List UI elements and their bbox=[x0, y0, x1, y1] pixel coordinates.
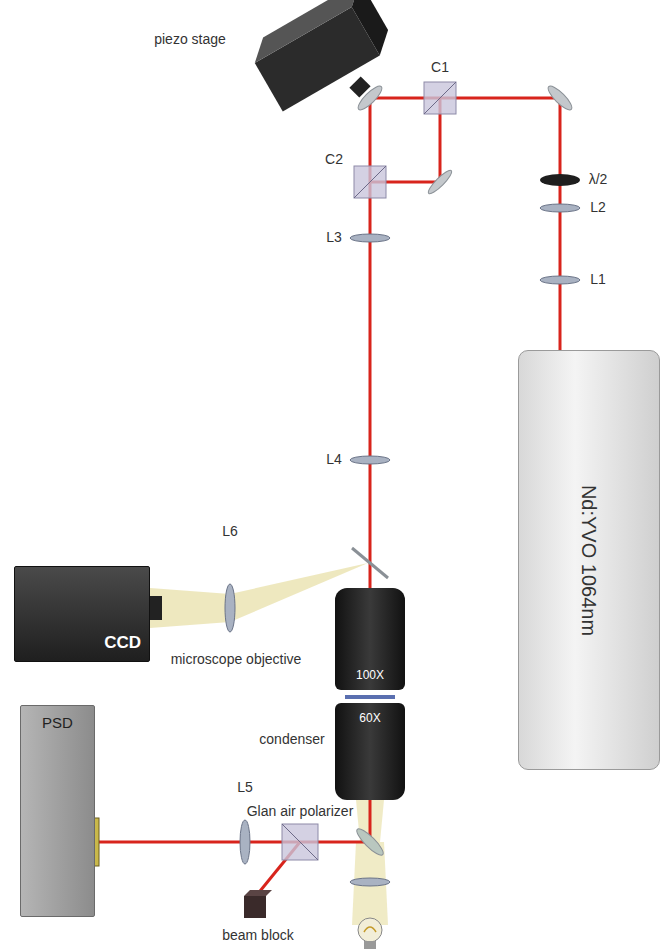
psd-box: PSD bbox=[20, 705, 95, 917]
node-label: 60X bbox=[359, 711, 380, 725]
waveplate bbox=[540, 174, 580, 186]
lamp bbox=[358, 918, 382, 949]
beam-block bbox=[244, 890, 272, 918]
node-label: CCD bbox=[104, 633, 141, 653]
camera-box: CCD bbox=[14, 566, 150, 662]
part-label: L5 bbox=[235, 780, 255, 795]
glan-polarizer bbox=[282, 824, 318, 860]
part-label: Glan air polarizer bbox=[245, 804, 356, 819]
part-label: microscope objective bbox=[169, 652, 304, 667]
objective-lens: 100X bbox=[335, 588, 405, 690]
part-label: L1 bbox=[588, 272, 608, 287]
part-label: λ/2 bbox=[587, 172, 610, 187]
part-label: C1 bbox=[429, 60, 451, 75]
camera-mount bbox=[150, 596, 162, 620]
laser-box: Nd:YVO 1064nm bbox=[518, 350, 660, 770]
dichroic-mirror bbox=[352, 548, 388, 578]
beam-splitter-cube bbox=[354, 82, 456, 198]
part-label: L3 bbox=[324, 230, 344, 245]
part-label: piezo stage bbox=[152, 32, 228, 47]
part-label: L4 bbox=[324, 452, 344, 467]
part-label: L6 bbox=[220, 524, 240, 539]
part-label: beam block bbox=[220, 928, 296, 943]
laser-beam bbox=[95, 98, 560, 896]
part-label: condenser bbox=[257, 732, 326, 747]
node-label: 100X bbox=[356, 668, 384, 682]
part-label: C2 bbox=[323, 152, 345, 167]
part-label: L2 bbox=[588, 200, 608, 215]
condenser-lens: 60X bbox=[335, 703, 405, 800]
node-label: Nd:YVO 1064nm bbox=[578, 484, 601, 635]
node-label: PSD bbox=[42, 714, 73, 731]
sample-slide bbox=[345, 695, 395, 699]
